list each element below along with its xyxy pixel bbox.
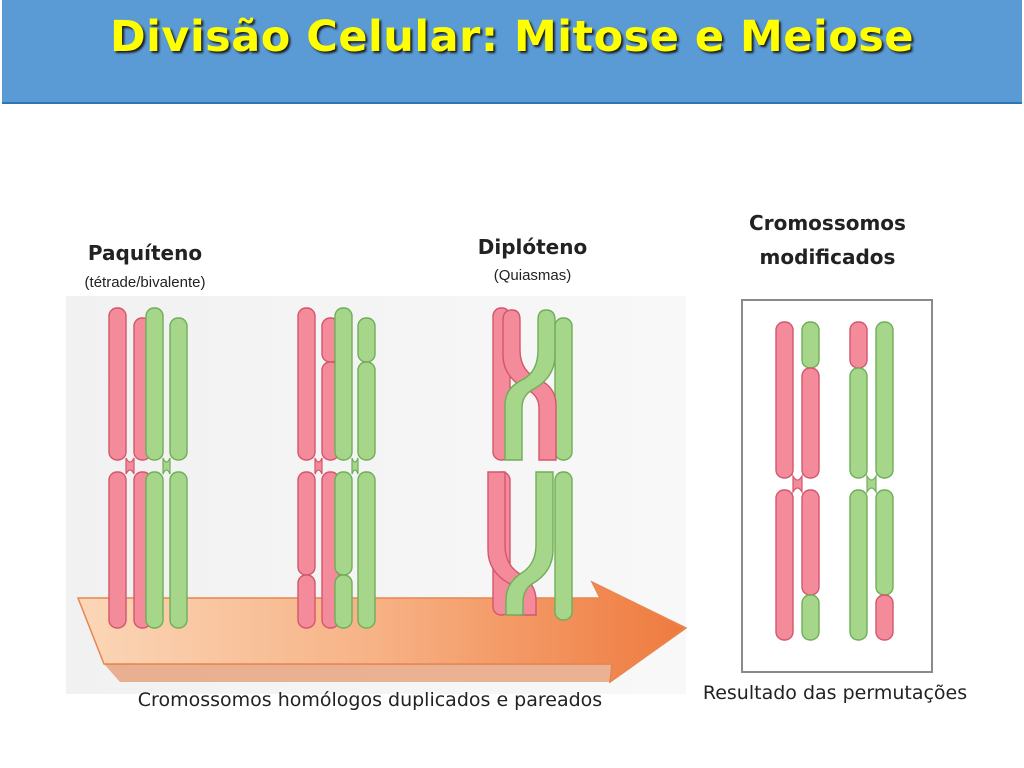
result-chromosome-2-a-upper-segment [849,367,868,479]
middle-paternal-b-lower-segment [357,471,376,629]
result-chromosome-2-a-upper-segment [849,321,868,369]
paquiteno-paternal-b-lower-segment [169,471,188,629]
result-chromosome-1-centromere [792,473,803,495]
paquiteno-paternal-a-lower-segment [145,471,164,629]
middle-paternal-a-lower-segment [334,574,353,629]
result-chromosome-2-b-upper-segment [875,321,894,479]
middle-paternal-a-lower-segment [334,471,353,576]
diploteno-p2-lower-segment [554,471,573,621]
stage-paquiteno-sub: (tétrade/bivalente) [84,274,206,291]
paquiteno-paternal-a-upper-segment [145,307,164,461]
middle-paternal-b-upper-segment [357,317,376,363]
middle-maternal-a-upper-segment [297,307,316,461]
slide-title: Divisão Celular: Mitose e Meiose [109,12,914,62]
paquiteno-paternal-b-upper-segment [169,317,188,461]
title-bar: Divisão Celular: Mitose e Meiose [2,0,1022,104]
middle-paternal-b-upper-segment [357,361,376,461]
progress-arrow-shadow [104,664,612,682]
result-chromosome-1-a-upper-segment [775,321,794,479]
stage-modified-label-1: Cromossomos [749,211,906,235]
middle-paternal-centromere [351,457,359,475]
result-chromosome-2-b-lower-segment [875,594,894,641]
paquiteno-maternal-centromere [125,457,135,475]
diploteno-chiasma-paternal [504,309,556,461]
stage-diploteno-sub: (Quiasmas) [493,267,572,284]
diploteno-lower-chiasma-paternal [505,471,554,616]
result-chromosome-1-b-lower-segment [801,594,820,641]
result-chromosome-1-b-upper-segment [801,321,820,369]
result-chromosome-1-a-lower-segment [775,489,794,641]
stage-diploteno-label: Diplóteno [477,235,588,259]
stage-paquiteno-label: Paquíteno [87,241,203,265]
results-panel [741,299,933,673]
middle-paternal-a-upper-segment [334,307,353,461]
result-chromosome-1-b-upper-segment [801,367,820,479]
middle-maternal-a-lower-segment [297,471,316,576]
result-chromosome-2-a-lower-segment [849,489,868,641]
result-chromosome-1-b-lower-segment [801,489,820,596]
caption-permutations: Resultado das permutações [702,682,968,704]
caption-homologous: Cromossomos homólogos duplicados e parea… [137,689,603,711]
middle-maternal-centromere [314,457,323,475]
paquiteno-maternal-a-upper-segment [108,307,127,461]
middle-maternal-a-lower-segment [297,574,316,629]
paquiteno-maternal-a-lower-segment [108,471,127,629]
result-chromosome-2-centromere [866,473,877,495]
paquiteno-paternal-centromere [162,457,171,475]
chromosome-group [108,307,894,641]
diploteno-p2-upper-segment [554,317,573,461]
result-chromosome-2-b-lower-segment [875,489,894,596]
stage-modified-label-2: modificados [759,245,896,269]
